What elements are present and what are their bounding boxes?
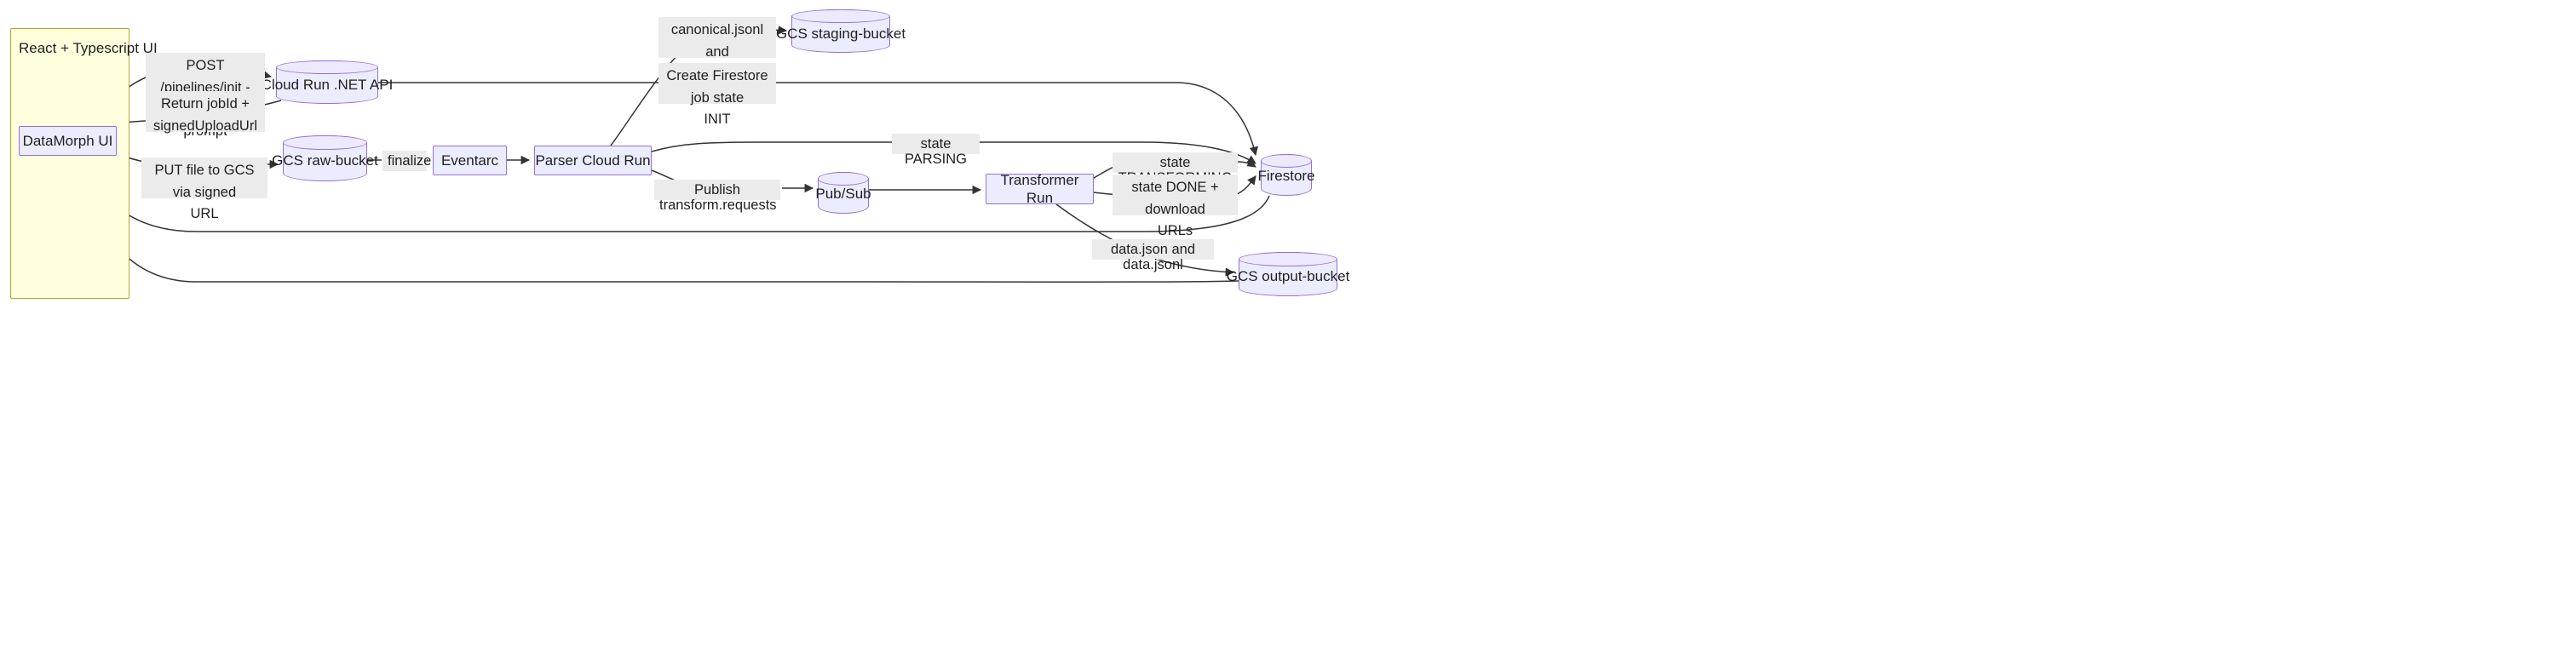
- node-gcs-raw-bucket[interactable]: GCS raw-bucket: [272, 135, 378, 181]
- edge-label-finalize: finalize: [382, 151, 431, 171]
- edge-label-post-pipelines-init: POST /pipelines/init - targetSchema & pr…: [146, 53, 265, 139]
- node-gcs-staging-bucket[interactable]: GCS staging-bucket: [776, 9, 906, 53]
- node-gcs-output-bucket[interactable]: GCS output-bucket: [1227, 251, 1349, 296]
- edge-label-return-jobid: Return jobId + signedUploadUrl: [146, 91, 265, 134]
- edge-label-put-file-to-gcs: PUT file to GCS via signed URL: [141, 157, 267, 221]
- node-transformer-run[interactable]: Transformer Run: [986, 172, 1094, 206]
- node-cloud-run-dotnet-api[interactable]: Cloud Run .NET API: [262, 60, 393, 104]
- node-label-cloud-run-dotnet-api: Cloud Run .NET API: [261, 76, 394, 93]
- edge-api-to-firestore-init: [378, 82, 1258, 157]
- cluster-title-react-typescript-ui: React + Typescript UI: [19, 40, 158, 56]
- node-label-datamorph-ui: DataMorph UI: [22, 132, 113, 149]
- node-eventarc[interactable]: Eventarc: [433, 146, 507, 175]
- node-label-gcs-staging-bucket: GCS staging-bucket: [775, 25, 906, 42]
- node-label-pubsub: Pub/Sub: [815, 186, 871, 203]
- edge-label-state-done-download-urls: state DONE + download URLs: [1113, 175, 1238, 238]
- node-label-eventarc: Eventarc: [440, 152, 499, 169]
- node-datamorph-ui[interactable]: DataMorph UI: [19, 126, 117, 156]
- node-label-gcs-output-bucket: GCS output-bucket: [1226, 268, 1350, 285]
- node-parser-cloud-run[interactable]: Parser Cloud Run: [534, 146, 652, 175]
- node-label-firestore: Firestore: [1257, 168, 1315, 185]
- cluster-react-typescript-ui: [10, 28, 129, 299]
- edge-label-data-json-and-data-jsonl: data.json and data.jsonl: [1092, 239, 1214, 272]
- node-pubsub[interactable]: Pub/Sub: [815, 171, 871, 214]
- edge-label-state-transforming: state TRANSFORMING: [1113, 152, 1238, 186]
- node-firestore[interactable]: Firestore: [1257, 153, 1315, 196]
- edge-label-state-parsing: state PARSING: [892, 134, 980, 167]
- node-label-transformer-run: Transformer Run: [1000, 171, 1079, 206]
- node-label-parser-cloud-run: Parser Cloud Run: [535, 152, 651, 169]
- edge-label-publish-transform-requests: Publish transform.requests: [654, 180, 780, 213]
- edge-label-canonical-jsonl-profile-json: canonical.jsonl and profile.json: [658, 17, 776, 81]
- edge-label-create-firestore-job-state-init: Create Firestore job state INIT: [658, 63, 776, 127]
- node-label-gcs-raw-bucket: GCS raw-bucket: [272, 152, 378, 169]
